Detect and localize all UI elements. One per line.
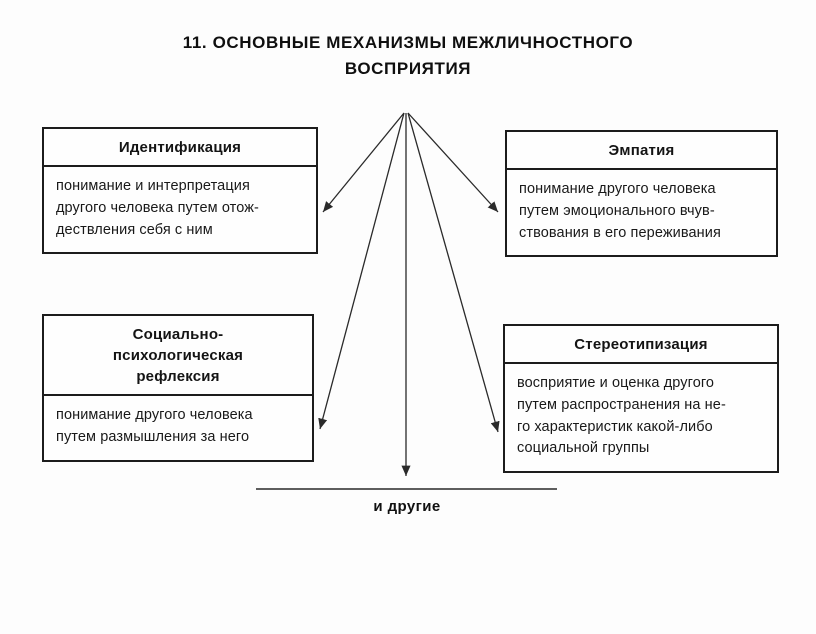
box-identification-header: Идентификация	[44, 129, 316, 167]
arrow-to-identification	[322, 112, 405, 213]
box-identification: Идентификация понимание и интерпретация …	[42, 127, 318, 255]
box-stereotyping-body: восприятие и оценка другого путем распро…	[517, 375, 726, 457]
box-empathy-body: понимание другого человека путем эмоцион…	[519, 181, 721, 241]
box-stereotyping: Стереотипизация восприятие и оценка друг…	[503, 324, 779, 473]
footer-others-label: и другие	[373, 498, 441, 515]
box-reflection-header: Социально- психологическая рефлексия	[44, 316, 312, 396]
box-reflection: Социально- психологическая рефлексия пон…	[42, 314, 314, 462]
box-stereotyping-header: Стереотипизация	[505, 326, 777, 364]
box-empathy-header: Эмпатия	[507, 132, 776, 170]
box-identification-body: понимание и интерпретация другого челове…	[56, 178, 259, 238]
diagram-title: 11. ОСНОВНЫЕ МЕХАНИЗМЫ МЕЖЛИЧНОСТНОГО ВО…	[182, 33, 634, 79]
arrow-to-empathy	[407, 112, 499, 213]
arrow-to-reflection	[318, 112, 405, 430]
box-reflection-body: понимание другого человека путем размышл…	[56, 407, 253, 445]
box-empathy: Эмпатия понимание другого человека путем…	[505, 130, 778, 258]
arrow-to-stereotyping	[407, 112, 500, 433]
